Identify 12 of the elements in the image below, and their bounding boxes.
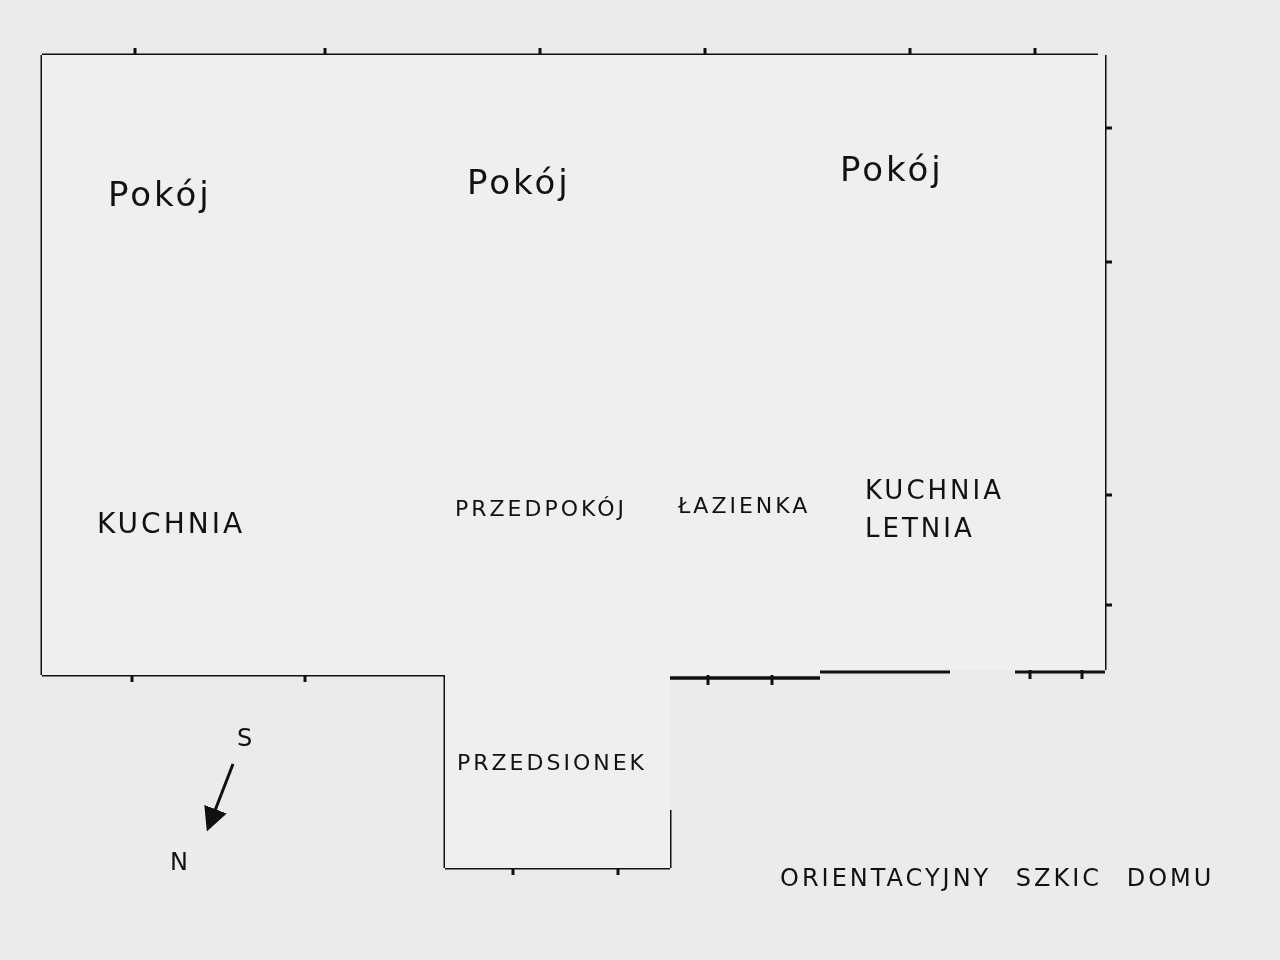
room-name: KUCHNIA — [97, 506, 247, 542]
compass-letter: N — [170, 848, 188, 876]
room-name: Pokój — [840, 148, 945, 191]
compass-letter: S — [237, 724, 253, 752]
caption: ORIENTACYJNY SZKIC DOMU — [780, 864, 1215, 892]
room-name: Pokój — [108, 173, 213, 216]
room-name: PRZEDSIONEK — [457, 749, 649, 777]
room-name: ŁAZIENKA — [678, 492, 812, 520]
room-name: KUCHNIA LETNIA — [865, 474, 1005, 545]
room-area — [445, 675, 670, 868]
room-name: PRZEDPOKÓJ — [455, 495, 629, 523]
room-name: Pokój — [467, 161, 572, 204]
